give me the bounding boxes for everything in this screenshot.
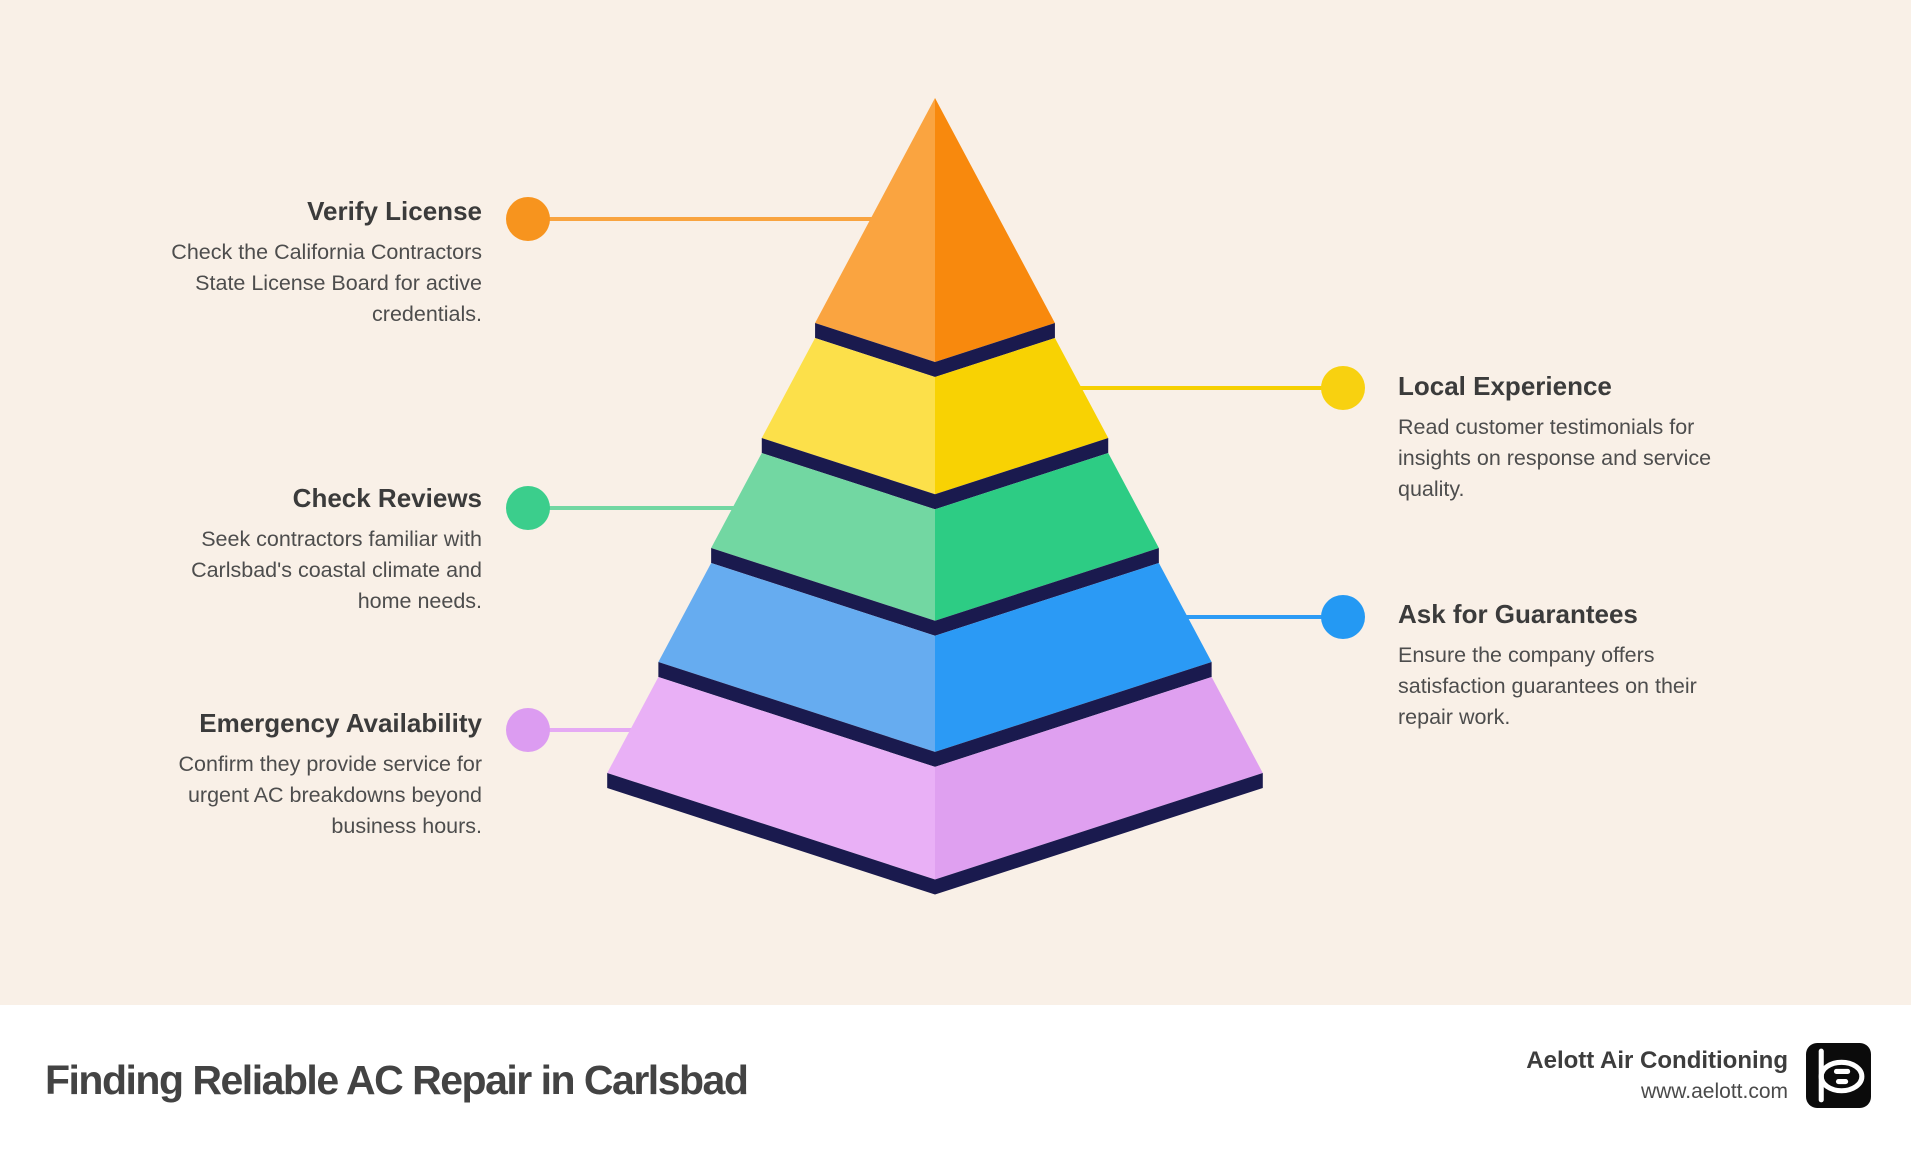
item-description-line: Carlsbad's coastal climate and xyxy=(191,558,482,582)
item-title: Check Reviews xyxy=(292,483,482,513)
footer-bar: Finding Reliable AC Repair in Carlsbad A… xyxy=(0,1005,1911,1160)
brand-website: www.aelott.com xyxy=(1640,1080,1788,1103)
item-description-line: satisfaction guarantees on their xyxy=(1398,674,1697,698)
pyramid-level-check-reviews-left-face xyxy=(711,453,935,621)
item-local-experience: Local Experience Read customer testimoni… xyxy=(1398,371,1798,505)
pyramid-level-check-reviews-right-face xyxy=(935,453,1159,621)
marker-circle-ask-for-guarantees xyxy=(1321,595,1365,639)
marker-circle-local-experience xyxy=(1321,366,1365,410)
item-description-line: Confirm they provide service for xyxy=(178,752,483,776)
item-description-line: quality. xyxy=(1398,477,1465,501)
item-description-line: repair work. xyxy=(1398,705,1511,729)
item-ask-for-guarantees: Ask for Guarantees Ensure the company of… xyxy=(1398,599,1798,733)
pyramid-level-verify-license-right-face xyxy=(935,98,1055,362)
item-emergency-availability: Emergency Availability Confirm they prov… xyxy=(102,708,483,842)
item-description-line: business hours. xyxy=(331,814,482,838)
item-title: Emergency Availability xyxy=(199,708,482,738)
pyramid-level-local-experience-right-face xyxy=(935,338,1109,495)
pyramid-level-emergency-availability-right-face xyxy=(935,677,1263,880)
item-check-reviews: Check Reviews Seek contractors familiar … xyxy=(102,483,482,617)
item-description-line: home needs. xyxy=(357,589,482,613)
item-description-line: Seek contractors familiar with xyxy=(201,527,482,551)
item-description-line: urgent AC breakdowns beyond xyxy=(187,783,482,807)
item-title: Local Experience xyxy=(1398,371,1612,401)
pyramid-level-ask-for-guarantees-right-face xyxy=(935,563,1212,752)
pyramid-separator-band xyxy=(815,323,1055,377)
pyramid-level-local-experience-left-face xyxy=(761,338,935,495)
pyramid-level-ask-for-guarantees-left-face xyxy=(658,563,935,752)
item-verify-license: Verify License Check the California Cont… xyxy=(102,196,482,330)
brand-name: Aelott Air Conditioning xyxy=(1526,1047,1788,1074)
item-description-line: insights on response and service xyxy=(1398,446,1712,470)
marker-circle-verify-license xyxy=(506,197,550,241)
page-title: Finding Reliable AC Repair in Carlsbad xyxy=(45,1057,749,1103)
item-description-line: Read customer testimonials for xyxy=(1398,415,1695,439)
item-title: Verify License xyxy=(307,196,482,226)
pyramid-level-verify-license-left-face xyxy=(815,98,935,362)
item-title: Ask for Guarantees xyxy=(1398,599,1638,629)
item-description-line: credentials. xyxy=(372,302,482,326)
pyramid-separator-band xyxy=(711,548,1159,636)
item-description-line: Check the California Contractors xyxy=(171,240,482,264)
pyramid-level-emergency-availability-left-face xyxy=(607,677,935,880)
pyramid-separator-band xyxy=(761,438,1109,510)
brand-block: Aelott Air Conditioning www.aelott.com xyxy=(1526,1047,1788,1105)
marker-circle-emergency-availability xyxy=(506,708,550,752)
item-description-line: State License Board for active xyxy=(195,271,482,295)
aelott-logo-icon xyxy=(1806,1043,1871,1108)
marker-circle-check-reviews xyxy=(506,486,550,530)
item-description-line: Ensure the company offers xyxy=(1398,643,1655,667)
